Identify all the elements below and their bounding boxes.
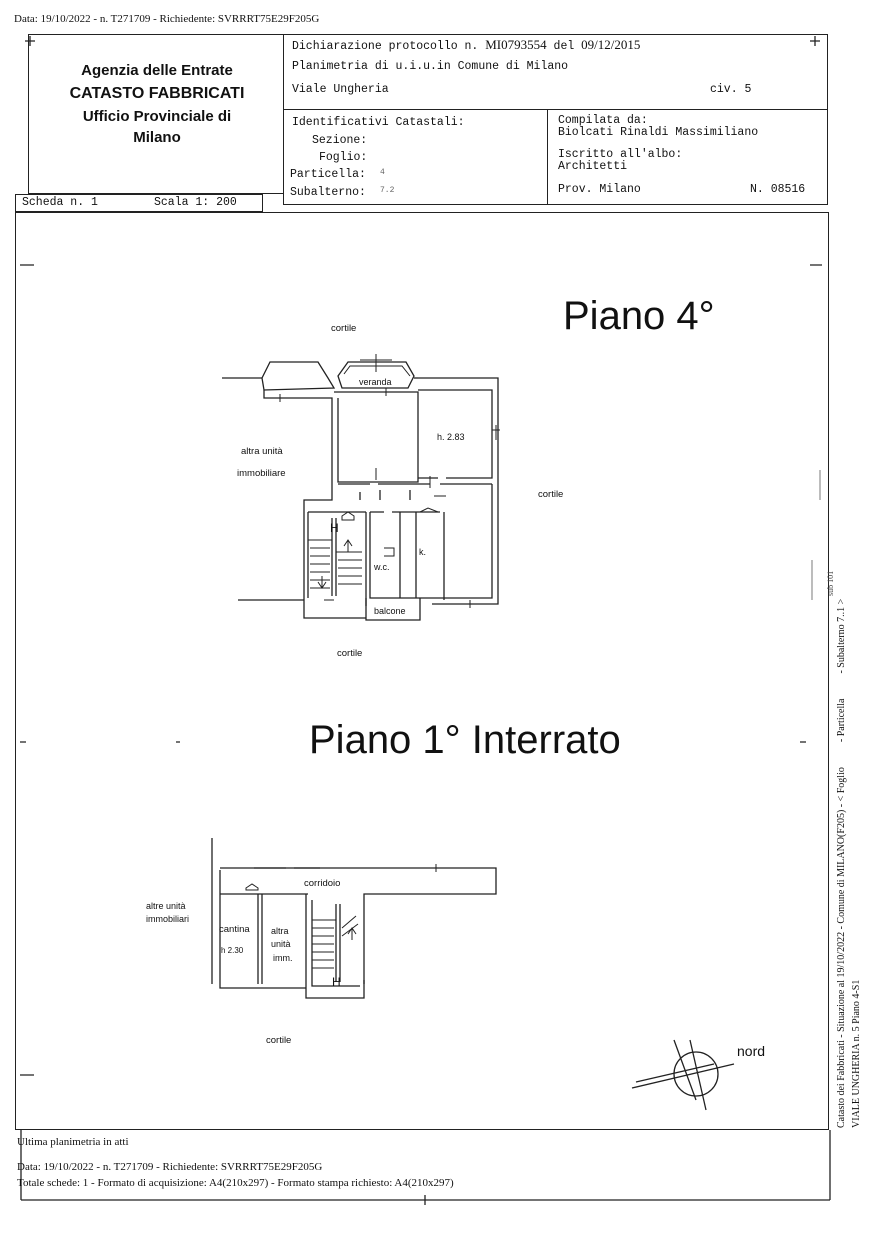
side-sub-text: sub 101	[826, 570, 835, 596]
drawing-frame	[15, 212, 829, 1130]
side-cadastral-text: Catasto dei Fabbricati - Situazione al 1…	[836, 598, 847, 1128]
street-line: Viale Ungheria	[292, 83, 389, 96]
compiler-box: Compilata da: Biolcati Rinaldi Massimili…	[547, 109, 828, 205]
protocol-date: 09/12/2015	[581, 37, 641, 52]
particella-label: Particella:	[290, 168, 366, 181]
profession: Architetti	[558, 160, 628, 173]
altra-unita-line1: altra unità	[241, 446, 283, 457]
ufficio-city: Milano	[133, 129, 181, 146]
agency-name: Agenzia delle Entrate	[81, 62, 233, 79]
altre-unita-line2: immobiliari	[146, 914, 190, 924]
civic-number: civ. 5	[710, 83, 752, 96]
compiler-title: Compilata da:	[558, 114, 648, 127]
stair-h-symbol: H	[330, 521, 339, 535]
subalterno-value: 7.2	[380, 186, 395, 195]
plan-basement-title: Piano 1° Interrato	[309, 718, 621, 762]
declaration-box: Dichiarazione protocollo n. MI0793554 de…	[283, 34, 828, 110]
scheda-label: Scheda n. 1	[22, 196, 98, 209]
foglio-label: Foglio:	[319, 151, 368, 164]
cortile-right-label: cortile	[538, 489, 564, 500]
balcone-label: balcone	[374, 606, 406, 616]
cortile-top-label: cortile	[331, 323, 357, 334]
top-stamp: Data: 19/10/2022 - n. T271709 - Richiede…	[14, 13, 320, 25]
catasto-title: CATASTO FABBRICATI	[69, 85, 245, 102]
province: Prov. Milano	[558, 183, 641, 196]
north-label: nord	[737, 1043, 766, 1059]
particella-value: 4	[380, 168, 385, 177]
altra-unita-imm-3: imm.	[273, 953, 293, 963]
kitchen-label: k.	[419, 547, 427, 557]
last-planimetry-note: Ultima planimetria in atti	[17, 1136, 129, 1148]
plan-4-title: Piano 4°	[563, 294, 715, 338]
albo-number: N. 08516	[750, 183, 806, 196]
height-label: h. 2.83	[437, 432, 465, 442]
ufficio-label: Ufficio Provinciale di	[82, 108, 232, 125]
scale-label: Scala 1: 200	[154, 196, 237, 209]
veranda-label: veranda	[359, 377, 392, 387]
altra-unita-imm-1: altra	[271, 926, 289, 936]
sezione-label: Sezione:	[312, 134, 368, 147]
scheda-box: Scheda n. 1 Scala 1: 200	[15, 194, 263, 212]
identifiers-title: Identificativi Catastali:	[292, 116, 465, 129]
altra-unita-imm-2: unità	[271, 939, 291, 949]
compiler-name: Biolcati Rinaldi Massimiliano	[558, 126, 759, 139]
protocol-line: Dichiarazione protocollo n. MI0793554 de…	[292, 37, 641, 53]
footer-stamp: Data: 19/10/2022 - n. T271709 - Richiede…	[17, 1161, 323, 1173]
cantina-label: cantina	[219, 924, 250, 935]
altra-unita-line2: immobiliare	[237, 468, 286, 479]
identifiers-box: Identificativi Catastali: Sezione: Fogli…	[283, 109, 548, 205]
basement-h-symbol: H	[332, 975, 341, 989]
cantina-height: h 2.30	[221, 946, 244, 955]
side-address-text: VIALE UNGHERIA n. 5 Piano 4-S1	[851, 979, 862, 1128]
basement-cortile-label: cortile	[266, 1035, 292, 1046]
cortile-bottom-label: cortile	[337, 648, 363, 659]
wc-label: w.c.	[374, 562, 390, 572]
albo-label: Iscritto all'albo:	[558, 148, 683, 161]
subalterno-label: Subalterno:	[290, 186, 366, 199]
protocol-number: MI0793554	[485, 37, 547, 52]
footer-totals: Totale schede: 1 - Formato di acquisizio…	[17, 1177, 454, 1189]
corridoio-label: corridoio	[304, 878, 341, 889]
altre-unita-line1: altre unità	[146, 901, 186, 911]
planimetry-line: Planimetria di u.i.u.in Comune di Milano	[292, 60, 569, 73]
